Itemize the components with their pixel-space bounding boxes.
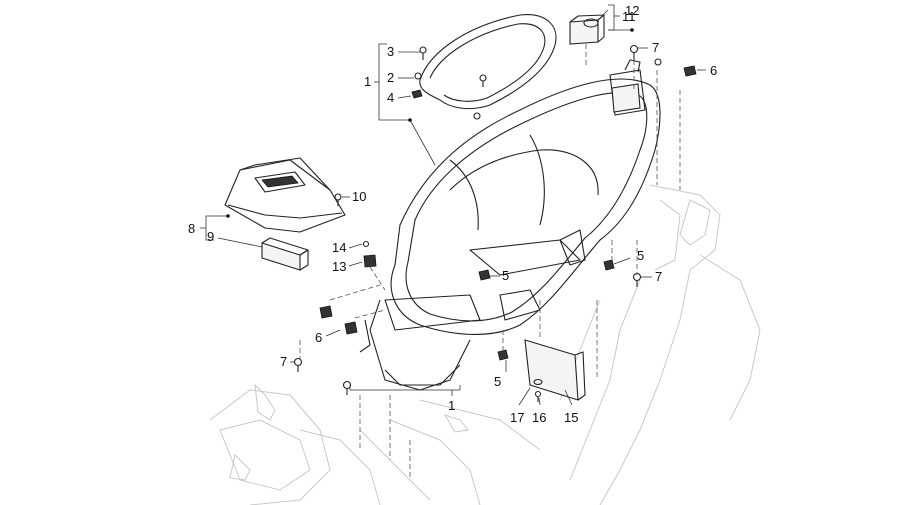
callout-8: 8: [188, 221, 195, 236]
clip-icon: [344, 321, 358, 335]
screw-icon: [479, 74, 487, 87]
background-frame-ghost: [209, 184, 761, 505]
washer-icon: [414, 72, 422, 80]
callout-16: 16: [532, 410, 546, 425]
storage-compartment: [359, 59, 661, 391]
callout-5-lower: 5: [494, 374, 501, 389]
rubber-block: [261, 237, 309, 271]
callout-13: 13: [332, 259, 346, 274]
clip-nut-icon: [497, 349, 509, 361]
clip-nut-icon: [603, 259, 615, 271]
callout-17: 17: [510, 410, 524, 425]
seat-panel: [419, 14, 557, 110]
screw-icon: [534, 390, 542, 402]
callout-7-lower: 7: [280, 354, 287, 369]
callout-12: 12: [625, 3, 639, 18]
callout-5-right: 5: [637, 248, 644, 263]
callout-10: 10: [352, 189, 366, 204]
clip-icon: [363, 254, 377, 268]
callout-1-top: 1: [364, 74, 371, 89]
callout-15: 15: [564, 410, 578, 425]
screw-icon: [342, 380, 352, 395]
screw-icon: [334, 193, 342, 206]
callout-5-mid: 5: [502, 268, 509, 283]
assembly-lines: [299, 44, 681, 480]
battery-cover: [224, 157, 346, 233]
screw-icon: [473, 112, 481, 120]
callout-labels: 3 2 1 4 12 11 7 6 10 8 9 14 13 5 5 7 6 7…: [188, 3, 717, 425]
callout-7-top: 7: [652, 40, 659, 55]
screw-icon: [293, 357, 303, 372]
screw-icon: [629, 44, 639, 60]
clip-nut-icon: [411, 89, 423, 99]
callout-11: 11: [622, 9, 636, 24]
clip-nut-icon: [683, 65, 697, 77]
small-module: [569, 14, 605, 45]
screw-icon: [362, 240, 370, 248]
lower-plate: [524, 339, 586, 401]
clip-icon: [319, 305, 333, 319]
callout-6-top: 6: [710, 63, 717, 78]
fasteners: [293, 44, 697, 402]
callout-4: 4: [387, 90, 394, 105]
callout-3: 3: [387, 44, 394, 59]
washer-icon: [533, 378, 543, 386]
leader-lines: [200, 4, 706, 406]
callout-1-lower: 1: [448, 398, 455, 413]
clip-nut-icon: [478, 269, 491, 281]
callout-14: 14: [332, 240, 346, 255]
screw-icon: [654, 58, 662, 66]
callout-7-right: 7: [655, 269, 662, 284]
callout-2: 2: [387, 70, 394, 85]
screw-icon: [419, 46, 427, 60]
callout-9: 9: [207, 229, 214, 244]
callout-6-lower: 6: [315, 330, 322, 345]
